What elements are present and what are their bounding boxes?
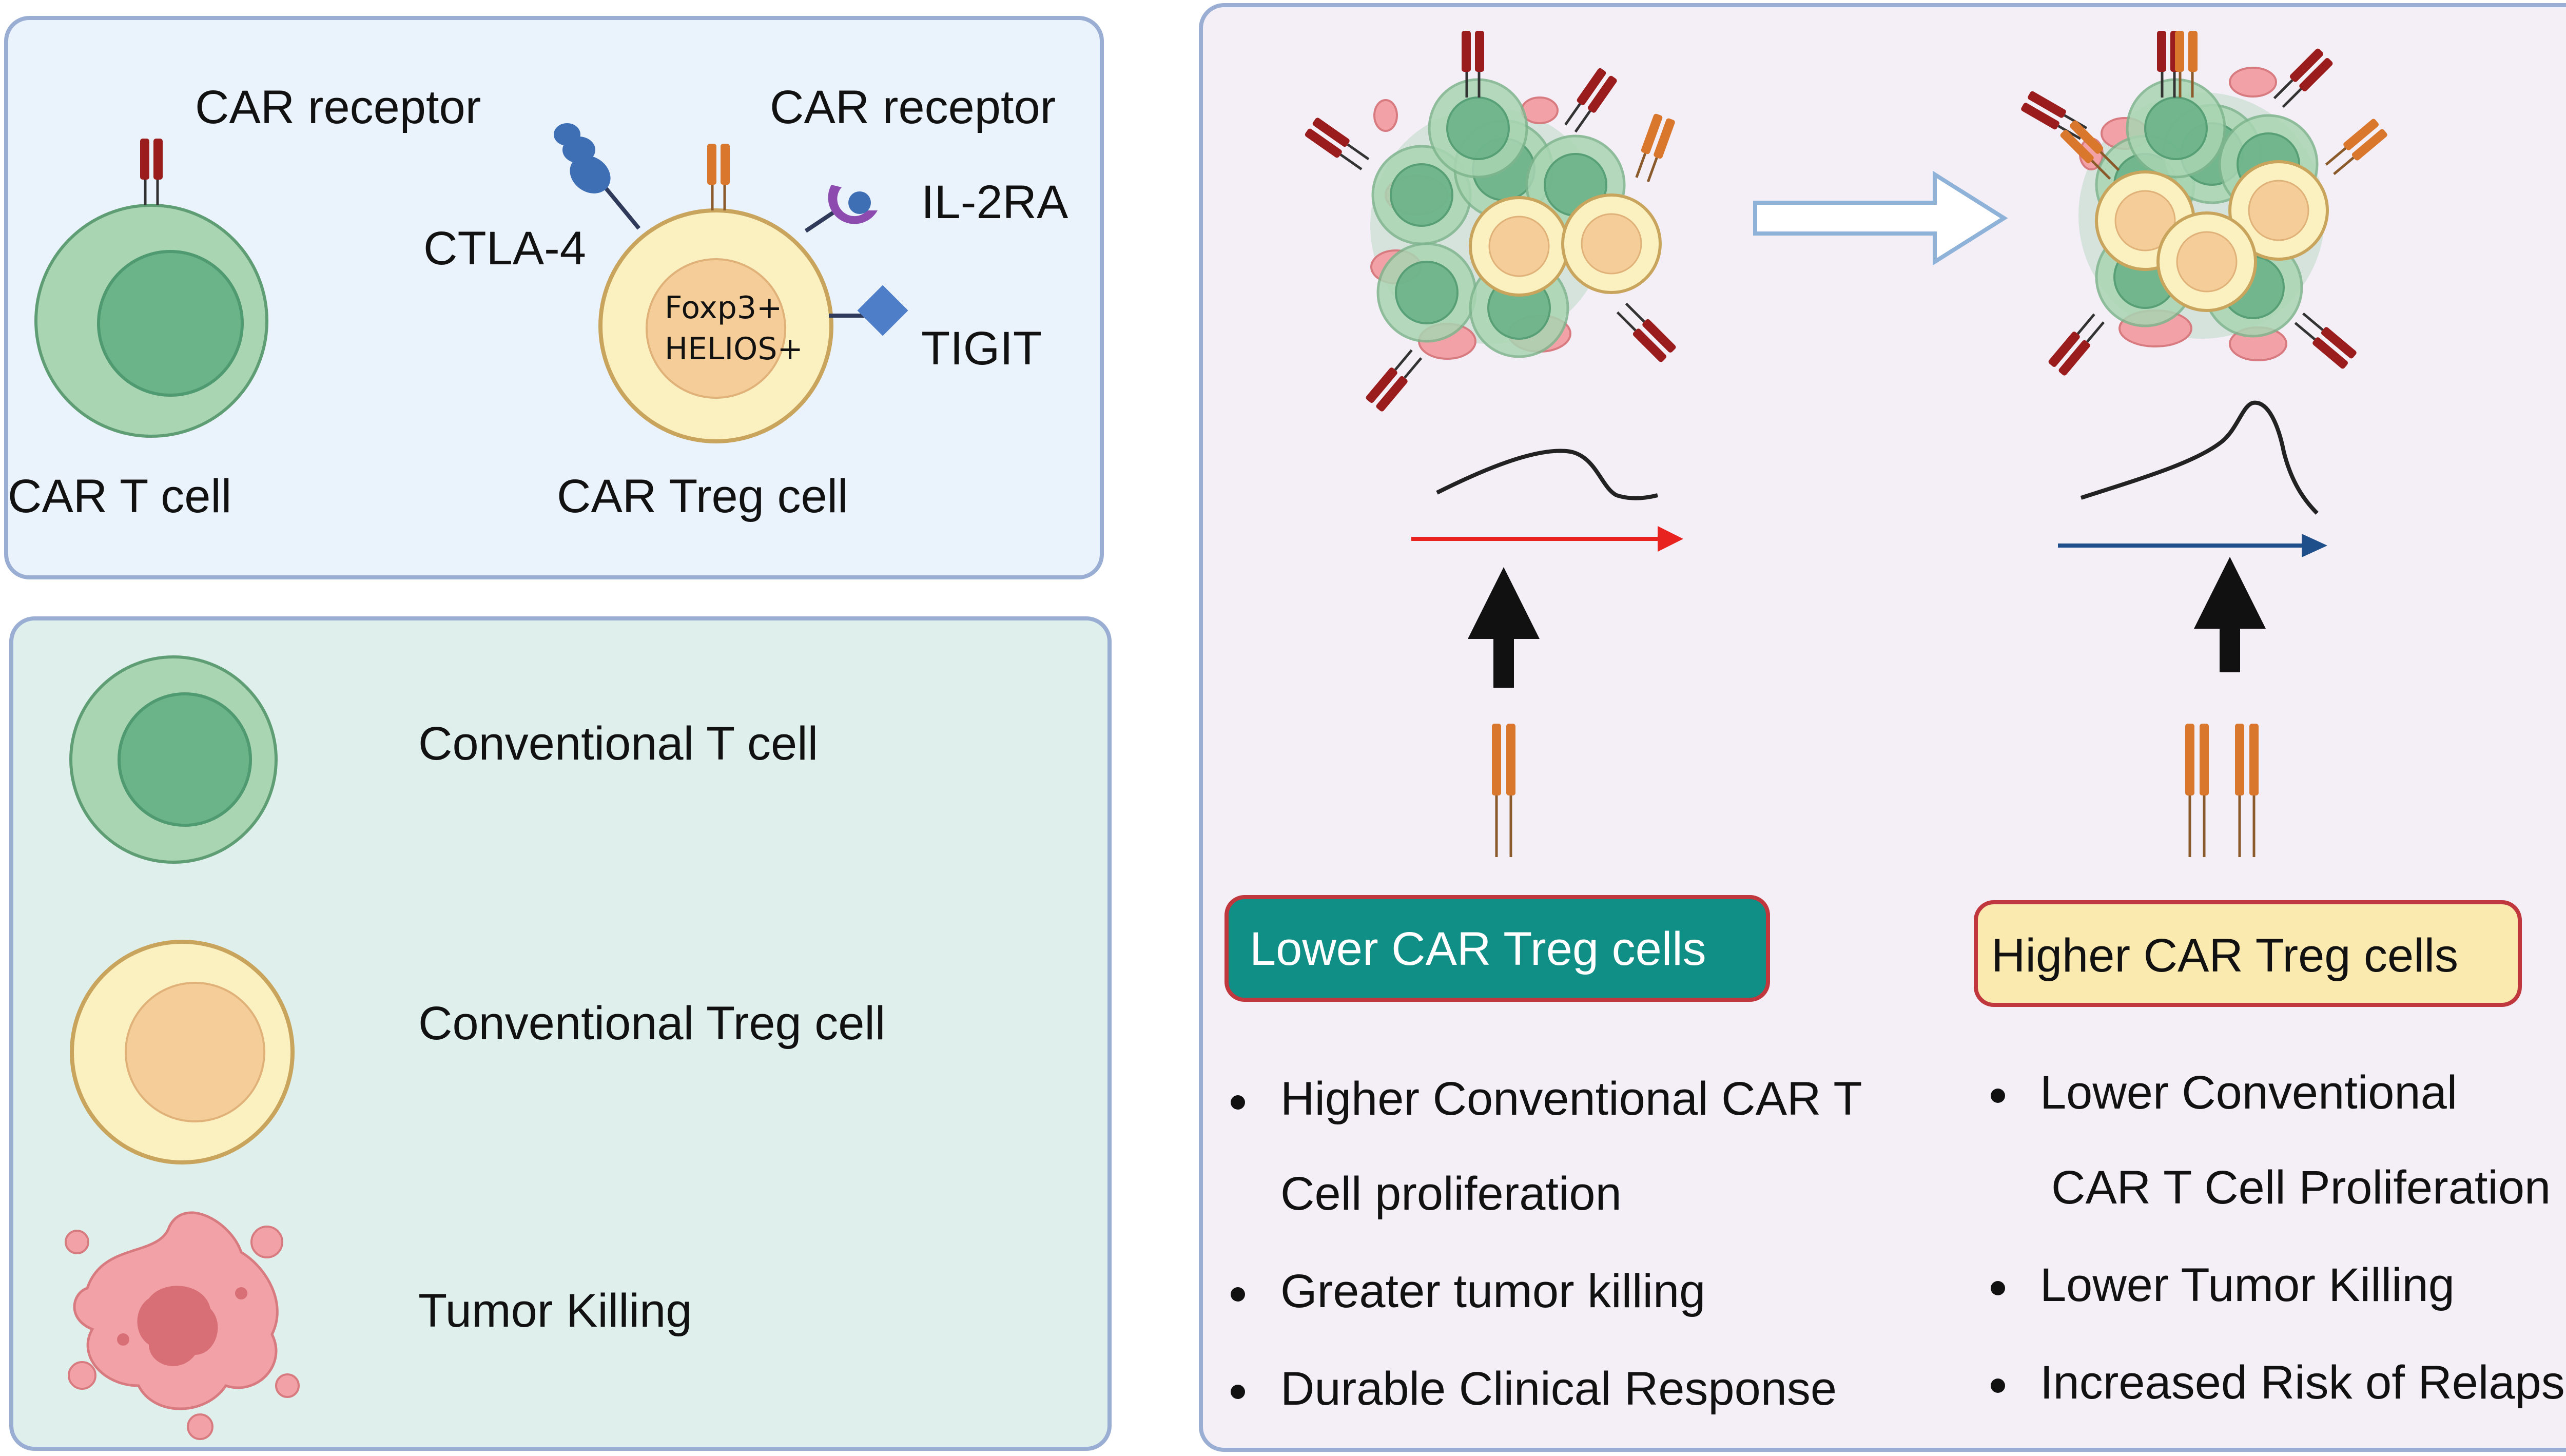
bullet-dot [1991, 1379, 2005, 1393]
il2ra-icon [804, 185, 878, 233]
higher-response-curve [2080, 400, 2319, 515]
il2ra-label: IL-2RA [921, 176, 1068, 228]
higher-bullet-1: Lower Conventional [2040, 1066, 2457, 1119]
legend-panel [9, 616, 1112, 1451]
tigit-icon [829, 285, 908, 336]
treg-nucleus-line2: HELIOS+ [665, 331, 803, 367]
bullet-dot [1991, 1089, 2005, 1103]
car-treg-cell-icon [554, 123, 908, 443]
car-treg-receptor-label: CAR receptor [770, 81, 1056, 133]
lower-bullet-3: Durable Clinical Response [1280, 1363, 1837, 1415]
tumor-cluster-higher-icon [2020, 31, 2388, 377]
top-left-panel [4, 16, 1104, 579]
higher-car-receptor-icon [2185, 724, 2259, 857]
conventional-treg-cell-icon [70, 940, 295, 1164]
car-t-receptor-label: CAR receptor [195, 81, 481, 133]
lower-timeline-arrow [1411, 526, 1683, 552]
higher-bullet-1-cont: CAR T Cell Proliferation [2051, 1161, 2551, 1214]
higher-up-arrow-icon [2194, 557, 2266, 672]
ctla4-icon [554, 123, 641, 230]
lower-car-treg-box [1224, 895, 1770, 1002]
lower-car-receptor-icon [1492, 724, 1515, 857]
bullet-dot [1231, 1287, 1245, 1302]
lower-car-treg-title: Lower CAR Treg cells [1250, 923, 1706, 975]
car-treg-cell-label: CAR Treg cell [557, 470, 848, 522]
lower-bullet-1-cont: Cell proliferation [1280, 1168, 1622, 1220]
lower-response-curve [1436, 449, 1658, 500]
tigit-label: TIGIT [921, 322, 1042, 375]
bullet-dot [1231, 1385, 1245, 1399]
car-t-cell-icon [34, 139, 268, 438]
lower-up-arrow-icon [1468, 567, 1540, 688]
lower-bullet-2: Greater tumor killing [1280, 1265, 1705, 1317]
legend-label-t-cell: Conventional T cell [418, 717, 818, 770]
higher-bullet-3: Increased Risk of Relapse [2040, 1356, 2566, 1409]
legend-label-treg-cell: Conventional Treg cell [418, 997, 885, 1050]
higher-bullet-2: Lower Tumor Killing [2040, 1259, 2455, 1311]
higher-timeline-arrow [2058, 534, 2327, 557]
car-t-cell-label: CAR T cell [8, 470, 231, 522]
right-panel [1199, 3, 2566, 1452]
higher-car-treg-box [1974, 900, 2522, 1007]
higher-car-treg-title: Higher CAR Treg cells [1991, 929, 2458, 982]
tumor-cluster-lower-icon [1304, 31, 1677, 413]
transition-arrow-icon [1753, 170, 2008, 266]
ctla4-label: CTLA-4 [423, 222, 586, 275]
bullet-dot [1991, 1281, 2005, 1295]
tumor-cell-icon [65, 1211, 300, 1440]
legend-label-tumor: Tumor Killing [418, 1285, 692, 1337]
conventional-t-cell-icon [69, 655, 278, 864]
bullet-dot [1231, 1095, 1245, 1110]
lower-bullet-1: Higher Conventional CAR T [1280, 1073, 1862, 1125]
treg-nucleus-line1: Foxp3+ [665, 290, 782, 326]
